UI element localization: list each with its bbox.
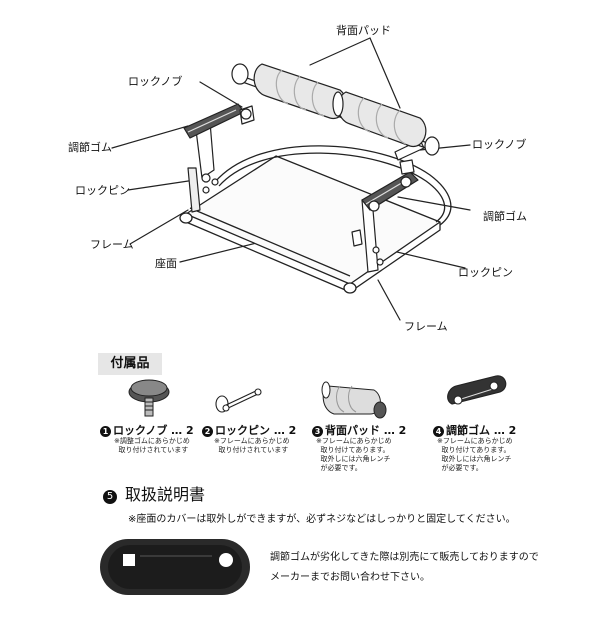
number-badge-1: 1 (100, 426, 111, 437)
lock-knob-label-right: ロックノブ (472, 138, 527, 151)
back-pad-label: 背面パッド (336, 24, 391, 37)
number-badge-2: 2 (202, 426, 213, 437)
number-badge-4: 4 (433, 426, 444, 437)
number-badge-5: 5 (103, 490, 117, 504)
adjustment-rubber-label-right: 調節ゴム (483, 210, 527, 223)
cover-note: ※座面のカバーは取外しができますが、必ずネジなどはしっかりと固定してください。 (128, 514, 516, 525)
replacement-note: 調節ゴムが劣化してきた際は別売にて販売しておりますので メーカーまでお問い合わせ… (270, 552, 539, 583)
adjustment-rubber-drawing (447, 375, 507, 405)
accessory-note-back-pad: ※フレームにあらかじめ 取り付けてあります。 取外しには六角レンチ が必要です。 (316, 437, 392, 472)
lock-pin-drawing (215, 388, 262, 413)
lock-knob-drawing (128, 379, 170, 417)
adjustment-rubber-label-left: 調節ゴム (68, 141, 112, 154)
accessory-note-adjustment-rubber: ※フレームにあらかじめ 取り付けてあります。 取外しには六角レンチ が必要です。 (437, 437, 513, 472)
frame-label-right: フレーム (404, 320, 448, 333)
accessories-title: 付属品 (98, 353, 162, 375)
back-pad-drawing (321, 381, 387, 419)
lock-knob-label-left: ロックノブ (128, 75, 183, 88)
accessory-note-lock-knob: ※調整ゴムにあらかじめ 取り付けされています (114, 437, 190, 454)
lock-pin-label-right: ロックピン (458, 266, 513, 279)
replacement-rubber-drawing (100, 539, 250, 595)
number-badge-3: 3 (312, 426, 323, 437)
accessory-note-lock-pin: ※フレームにあらかじめ 取り付けされています (214, 437, 290, 454)
lock-pin-label-left: ロックピン (75, 184, 130, 197)
frame-label-left: フレーム (90, 238, 134, 251)
seat-label: 座面 (155, 257, 177, 270)
